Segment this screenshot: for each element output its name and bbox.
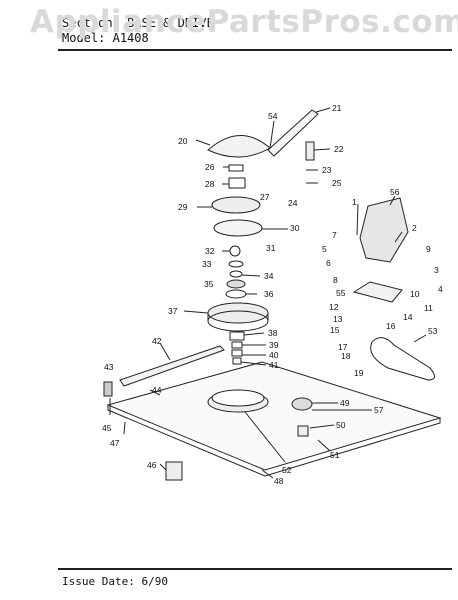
callout-5: 5 — [322, 244, 327, 254]
callout-43: 43 — [104, 362, 114, 372]
callout-18: 18 — [341, 351, 351, 361]
part-30 — [213, 219, 263, 237]
callout-24: 24 — [288, 198, 298, 208]
callout-54: 54 — [268, 111, 278, 121]
base-plate — [106, 361, 442, 471]
part-21 — [267, 109, 319, 157]
callout-50: 50 — [336, 420, 346, 430]
callout-26: 26 — [205, 162, 215, 172]
issue-label: Issue Date: — [62, 575, 135, 588]
callout-15: 15 — [330, 325, 340, 335]
part-39 — [231, 341, 243, 349]
callout-8: 8 — [333, 275, 338, 285]
model-value: A1408 — [112, 31, 149, 45]
callout-3: 3 — [434, 265, 439, 275]
callout-57: 57 — [374, 405, 384, 415]
callout-44: 44 — [152, 385, 162, 395]
callout-48: 48 — [274, 476, 284, 486]
callout-9: 9 — [426, 244, 431, 254]
part-28 — [228, 177, 246, 189]
callout-40: 40 — [269, 350, 279, 360]
callout-6: 6 — [326, 258, 331, 268]
part-43 — [103, 381, 113, 397]
part-35 — [226, 279, 246, 289]
callout-1: 1 — [352, 197, 357, 207]
callout-51: 51 — [330, 450, 340, 460]
callout-16: 16 — [386, 321, 396, 331]
callout-28: 28 — [205, 179, 215, 189]
footer-rule — [58, 568, 452, 570]
callout-33: 33 — [202, 259, 212, 269]
callout-42: 42 — [152, 336, 162, 346]
part-46 — [165, 461, 183, 481]
callout-32: 32 — [205, 246, 215, 256]
section-label: Section: — [62, 16, 120, 30]
callout-11: 11 — [424, 303, 433, 313]
part-33 — [228, 260, 244, 268]
callout-49: 49 — [340, 398, 350, 408]
callout-19: 19 — [354, 368, 364, 378]
part-51 — [297, 425, 309, 437]
callout-45: 45 — [102, 423, 112, 433]
callout-22: 22 — [334, 144, 344, 154]
part-20 — [207, 135, 271, 158]
callout-34: 34 — [264, 271, 274, 281]
callout-21: 21 — [332, 103, 342, 113]
callout-36: 36 — [264, 289, 274, 299]
part-22 — [305, 141, 315, 161]
callout-38: 38 — [268, 328, 278, 338]
model-header: Model: A1408 — [62, 31, 149, 45]
callout-2: 2 — [412, 223, 417, 233]
callout-20: 20 — [178, 136, 188, 146]
part-41 — [232, 357, 242, 365]
callout-12: 12 — [329, 302, 339, 312]
issue-value: 6/90 — [141, 575, 168, 588]
issue-date: Issue Date: 6/90 — [62, 575, 168, 588]
callout-41: 41 — [269, 360, 279, 370]
header-rule — [58, 49, 452, 51]
callout-46: 46 — [147, 460, 157, 470]
part-32 — [229, 245, 241, 257]
callout-17: 17 — [338, 342, 348, 352]
callout-23: 23 — [322, 165, 332, 175]
callout-52: 52 — [282, 465, 292, 475]
part-38 — [229, 331, 245, 341]
model-label: Model: — [62, 31, 106, 45]
part-37 — [207, 302, 269, 324]
section-value: BASE & DRIVE — [127, 16, 214, 30]
callout-55: 55 — [336, 288, 346, 298]
section-header: Section: BASE & DRIVE — [62, 16, 214, 30]
part-34 — [229, 270, 243, 278]
callout-39: 39 — [269, 340, 279, 350]
callout-29: 29 — [178, 202, 188, 212]
callout-14: 14 — [403, 312, 413, 322]
callout-10: 10 — [410, 289, 420, 299]
callout-56: 56 — [390, 187, 400, 197]
callout-37: 37 — [168, 306, 178, 316]
callout-47: 47 — [110, 438, 120, 448]
callout-13: 13 — [333, 314, 343, 324]
callout-30: 30 — [290, 223, 300, 233]
callout-53: 53 — [428, 326, 438, 336]
watermark: AppliancePartsPros.com — [30, 4, 458, 40]
callout-35: 35 — [204, 279, 214, 289]
part-57 — [291, 397, 313, 411]
part-26 — [228, 164, 244, 172]
part-42 — [119, 345, 225, 387]
part-56 — [359, 197, 409, 263]
callout-25: 25 — [332, 178, 342, 188]
callout-31: 31 — [266, 243, 276, 253]
part-40 — [231, 349, 243, 357]
part-53 — [370, 337, 435, 381]
part-29 — [211, 196, 261, 214]
part-55 — [352, 281, 403, 303]
callout-27: 27 — [260, 192, 270, 202]
callout-7: 7 — [332, 230, 337, 240]
part-36 — [225, 289, 247, 299]
callout-4: 4 — [438, 284, 443, 294]
